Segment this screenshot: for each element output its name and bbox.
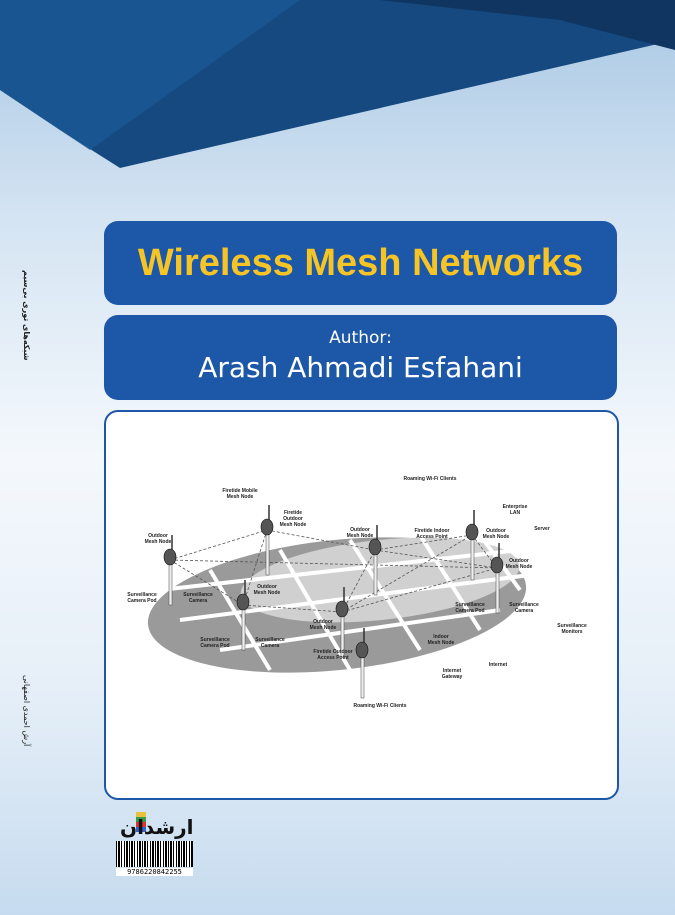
mesh-link — [242, 529, 268, 606]
diagram-label: LAN — [510, 510, 521, 516]
mesh-link — [471, 534, 498, 569]
diagram-label: Camera — [515, 608, 534, 614]
barcode — [116, 841, 193, 867]
publisher-name: ارشدان — [120, 815, 194, 839]
mesh-link — [169, 529, 268, 561]
mesh-link — [374, 549, 498, 569]
diagram-label: Camera Pod — [200, 643, 229, 649]
diagram-label: Mesh Node — [506, 564, 533, 570]
diagram-label: Firetide Indoor — [415, 528, 450, 534]
mesh-link — [242, 604, 343, 613]
author-name: Arash Ahmadi Esfahani — [198, 351, 523, 384]
diagram-label: Server — [534, 526, 550, 532]
diagram-label: Roaming Wi-Fi Clients — [403, 476, 456, 482]
diagram-label: Firetide — [284, 510, 302, 516]
isbn-number: 9786220842255 — [116, 868, 193, 876]
header-decoration — [0, 0, 675, 168]
author-label: Author: — [329, 328, 392, 348]
diagram-label: Outdoor — [509, 558, 529, 564]
diagram-label: Outdoor — [148, 533, 168, 539]
spine-author: آرش احمدی اصفهانی — [22, 675, 31, 747]
diagram-label: Mesh Node — [428, 640, 455, 646]
diagram-label: Mesh Node — [145, 539, 172, 545]
diagram-label: Firetide Outdoor — [313, 649, 352, 655]
diagram-label: Indoor — [433, 634, 449, 640]
mesh-node-icon — [490, 543, 504, 614]
diagram-label: Outdoor — [313, 619, 333, 625]
mesh-node-icon — [335, 587, 349, 658]
mesh-link — [374, 534, 473, 551]
diagram-label: Camera — [189, 598, 208, 604]
diagram-label: Mesh Node — [227, 494, 254, 500]
diagram-label: Surveillance — [200, 637, 230, 643]
mesh-link — [341, 549, 376, 613]
diagram-label: Firetide Mobile — [222, 488, 258, 494]
diagram-label: Internet — [443, 668, 462, 674]
diagram-label: Enterprise — [503, 504, 528, 510]
publisher-logo-icon — [136, 812, 146, 832]
mesh-link — [341, 567, 498, 613]
mesh-node-icon — [355, 628, 369, 699]
diagram-label: Surveillance — [455, 602, 485, 608]
diagram-label: Access Point — [317, 655, 349, 661]
diagram-label: Camera — [261, 643, 280, 649]
diagram-label: Internet — [489, 662, 508, 668]
diagram-label: Camera Pod — [127, 598, 156, 604]
mesh-link — [169, 559, 244, 606]
spine-title: شبکه‌های توری بی‌سیم — [22, 270, 31, 361]
author-box: Author: Arash Ahmadi Esfahani — [104, 315, 617, 400]
mesh-node-icon — [163, 535, 177, 606]
title-box: Wireless Mesh Networks — [104, 221, 617, 305]
diagram-label: Mesh Node — [254, 590, 281, 596]
diagram-label: Outdoor — [257, 584, 277, 590]
diagram-label: Outdoor — [486, 528, 506, 534]
mesh-link — [266, 529, 376, 551]
diagram-label: Surveillance — [557, 623, 587, 629]
diagram-label: Roaming Wi-Fi Clients — [353, 703, 406, 709]
book-title: Wireless Mesh Networks — [137, 242, 584, 284]
diagram-label: Surveillance — [255, 637, 285, 643]
diagram-label: Mesh Node — [347, 533, 374, 539]
diagram-label: Outdoor — [283, 516, 303, 522]
diagram-label: Surveillance — [127, 592, 157, 598]
diagram-label: Access Point — [416, 534, 448, 540]
mesh-node-icon — [260, 505, 274, 576]
mesh-node-icon — [236, 580, 250, 651]
diagram-label: Surveillance — [183, 592, 213, 598]
mesh-link — [341, 534, 473, 613]
mesh-node-icon — [368, 525, 382, 596]
diagram-label: Gateway — [442, 674, 463, 680]
diagram-label: Outdoor — [350, 527, 370, 533]
diagram-label: Mesh Node — [483, 534, 510, 540]
diagram-label: Camera Pod — [455, 608, 484, 614]
mesh-node-icon — [465, 510, 479, 581]
diagram-label: Surveillance — [509, 602, 539, 608]
diagram-label: Mesh Node — [310, 625, 337, 631]
diagram-label: Monitors — [561, 629, 582, 635]
diagram-label: Mesh Node — [280, 522, 307, 528]
mesh-link — [169, 559, 498, 569]
